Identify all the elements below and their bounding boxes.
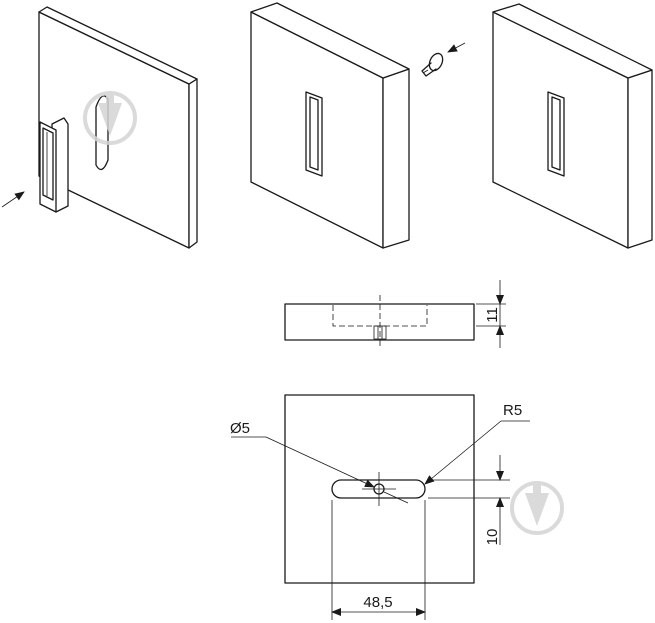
slot-width-dimension: 10 bbox=[484, 529, 501, 546]
watermark-logo-bottom bbox=[510, 481, 564, 535]
hole-diameter-label: Ø5 bbox=[230, 420, 250, 437]
iso-view-with-insert bbox=[1, 6, 198, 249]
slot-outline bbox=[331, 479, 426, 499]
slot-length-dimension: 48,5 bbox=[363, 594, 392, 611]
iso-view-slot bbox=[250, 2, 410, 249]
iso-view-assembled bbox=[492, 3, 653, 249]
insert-direction-arrow bbox=[1, 191, 25, 208]
front-view: Ø5 R5 10 48,5 bbox=[230, 394, 530, 620]
side-view: 11 bbox=[284, 280, 506, 348]
slot-radius-label: R5 bbox=[503, 402, 522, 419]
thickness-dimension: 11 bbox=[484, 307, 501, 323]
slot-insert bbox=[39, 117, 69, 213]
screw bbox=[421, 42, 466, 77]
watermark-logo-top bbox=[83, 91, 137, 145]
